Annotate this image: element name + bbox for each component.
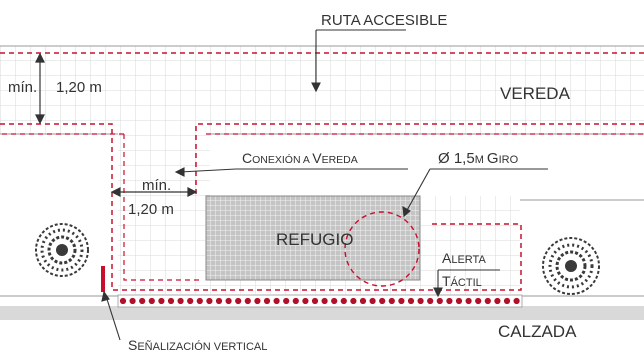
dimension-left [110,187,198,197]
tactile-dot [455,297,463,305]
tactile-dot [397,297,406,305]
tactile-dot [512,297,521,305]
label-senalizacion: SEÑALIZACIÓN VERTICAL [128,337,267,353]
label-min-left: mín. [142,177,171,194]
road-edge-band [0,306,644,320]
tactile-dot [340,297,348,305]
leader-giro [402,168,548,218]
tactile-dot [388,297,396,305]
tactile-dot [503,297,511,305]
tactile-dot [167,297,175,305]
label-120-left: 1,20 m [128,201,174,218]
tactile-dot [378,297,386,305]
tactile-dot [426,297,434,305]
tree-right [542,237,600,295]
tactile-dot [263,297,271,305]
leader-ruta-accesible [311,29,406,93]
tactile-dot [416,297,425,305]
tactile-dot [474,297,482,305]
tactile-dot [224,297,233,305]
tactile-dot [301,297,310,305]
tactile-dot [330,297,338,305]
label-tactil: TÁCTIL [442,273,482,289]
tactile-dot [445,297,454,305]
label-min-top: mín. [8,79,37,96]
tactile-dot [407,297,415,305]
tactile-dot [148,297,156,305]
tactile-dot [436,297,444,305]
tactile-dot [320,297,329,305]
vertical-sign-post [101,266,105,292]
label-giro: Ø 1,5M GIRO [438,150,519,167]
tactile-dot [138,297,146,305]
label-ruta-accesible: RUTA ACCESIBLE [321,12,447,29]
tactile-dot [215,297,223,305]
tactile-dot [359,297,367,305]
label-vereda: VEREDA [500,84,571,103]
leader-senalizacion [101,290,121,341]
tactile-alert-strip [117,294,523,308]
tactile-dot [464,297,473,305]
leader-alerta [433,269,500,298]
tactile-dot [205,297,214,305]
label-calzada: CALZADA [498,322,577,341]
label-refugio: REFUGIO [276,230,353,249]
label-120-top: 1,20 m [56,79,102,96]
tactile-dot [196,297,204,305]
label-conexion-vereda: CONEXIÓN A VEREDA [242,150,358,166]
label-alerta: ALERTA [442,250,486,266]
tactile-dot [157,297,166,305]
tactile-dot [186,297,194,305]
tactile-dot [128,297,137,305]
tactile-dot [244,297,252,305]
tactile-dot [272,297,281,305]
tactile-dot [311,297,319,305]
tactile-dot [292,297,300,305]
tactile-dot [253,297,262,305]
tactile-dot [282,297,290,305]
vereda-area [0,46,644,134]
turning-circle [344,211,420,287]
tree-left [35,223,89,277]
tactile-dot [119,297,127,305]
tactile-dot [368,297,377,305]
dimension-top [35,52,45,125]
tactile-dot [176,297,185,305]
tactile-dot [234,297,242,305]
tactile-dot [493,297,502,305]
refugio-shelter [205,195,421,281]
connection-corridor [118,134,210,294]
leader-conexion [174,167,408,177]
tactile-dot [484,297,492,305]
tactile-dot [349,297,358,305]
